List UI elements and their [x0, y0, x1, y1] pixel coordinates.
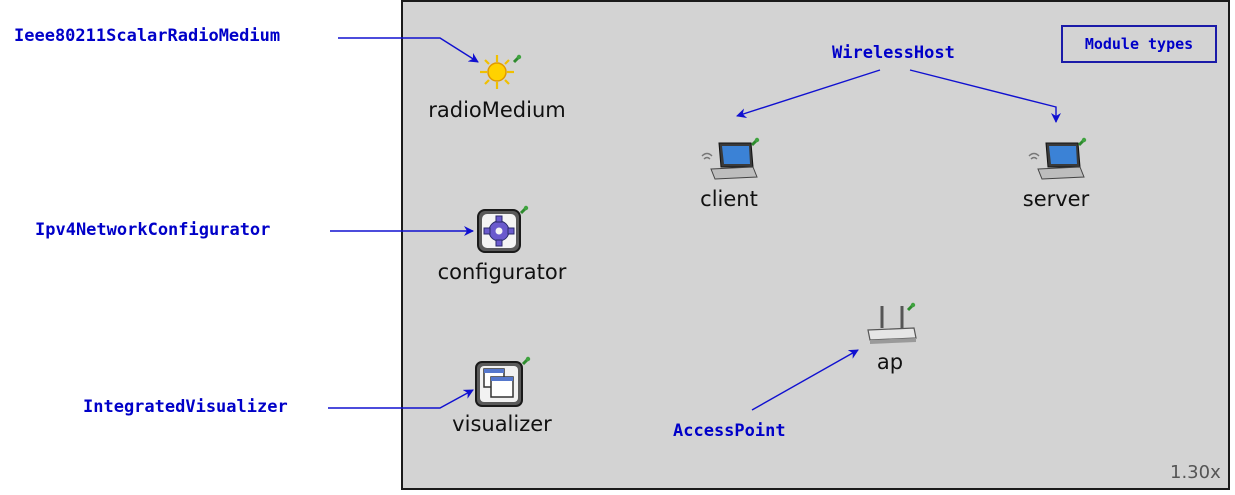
network-canvas[interactable] — [401, 0, 1230, 490]
pin-icon — [750, 137, 760, 147]
pin-icon — [1077, 137, 1087, 147]
module-configurator[interactable]: configurator — [437, 260, 567, 284]
radio-medium-type-label: Ieee80211ScalarRadioMedium — [14, 26, 281, 46]
arrow-to-ap — [751, 349, 859, 411]
router-icon[interactable] — [864, 300, 920, 346]
pin-icon — [512, 54, 522, 64]
zoom-level: 1.30x — [1170, 462, 1221, 483]
arrow-to-server — [909, 69, 1061, 123]
sun-icon[interactable] — [478, 52, 524, 94]
access-point-type-label: AccessPoint — [673, 421, 786, 441]
window-icon[interactable] — [473, 354, 533, 410]
pin-icon — [521, 356, 531, 366]
pin-icon — [519, 205, 529, 215]
arrow-visualizer — [328, 389, 474, 409]
module-server[interactable]: server — [1022, 187, 1090, 211]
gear-icon[interactable] — [475, 205, 533, 255]
configurator-type-label: Ipv4NetworkConfigurator — [35, 220, 271, 240]
module-visualizer[interactable]: visualizer — [452, 412, 552, 436]
module-client[interactable]: client — [700, 187, 758, 211]
visualizer-type-label: IntegratedVisualizer — [83, 397, 288, 417]
module-types-legend: Module types — [1061, 25, 1217, 63]
module-ap[interactable]: ap — [876, 350, 904, 374]
laptop-icon[interactable] — [1028, 137, 1090, 185]
arrow-radio-medium — [338, 37, 479, 63]
laptop-icon[interactable] — [701, 137, 763, 185]
pin-icon — [906, 302, 916, 312]
wireless-host-type-label: WirelessHost — [832, 43, 955, 63]
module-radio-medium[interactable]: radioMedium — [428, 98, 566, 122]
arrow-to-client — [736, 69, 881, 119]
